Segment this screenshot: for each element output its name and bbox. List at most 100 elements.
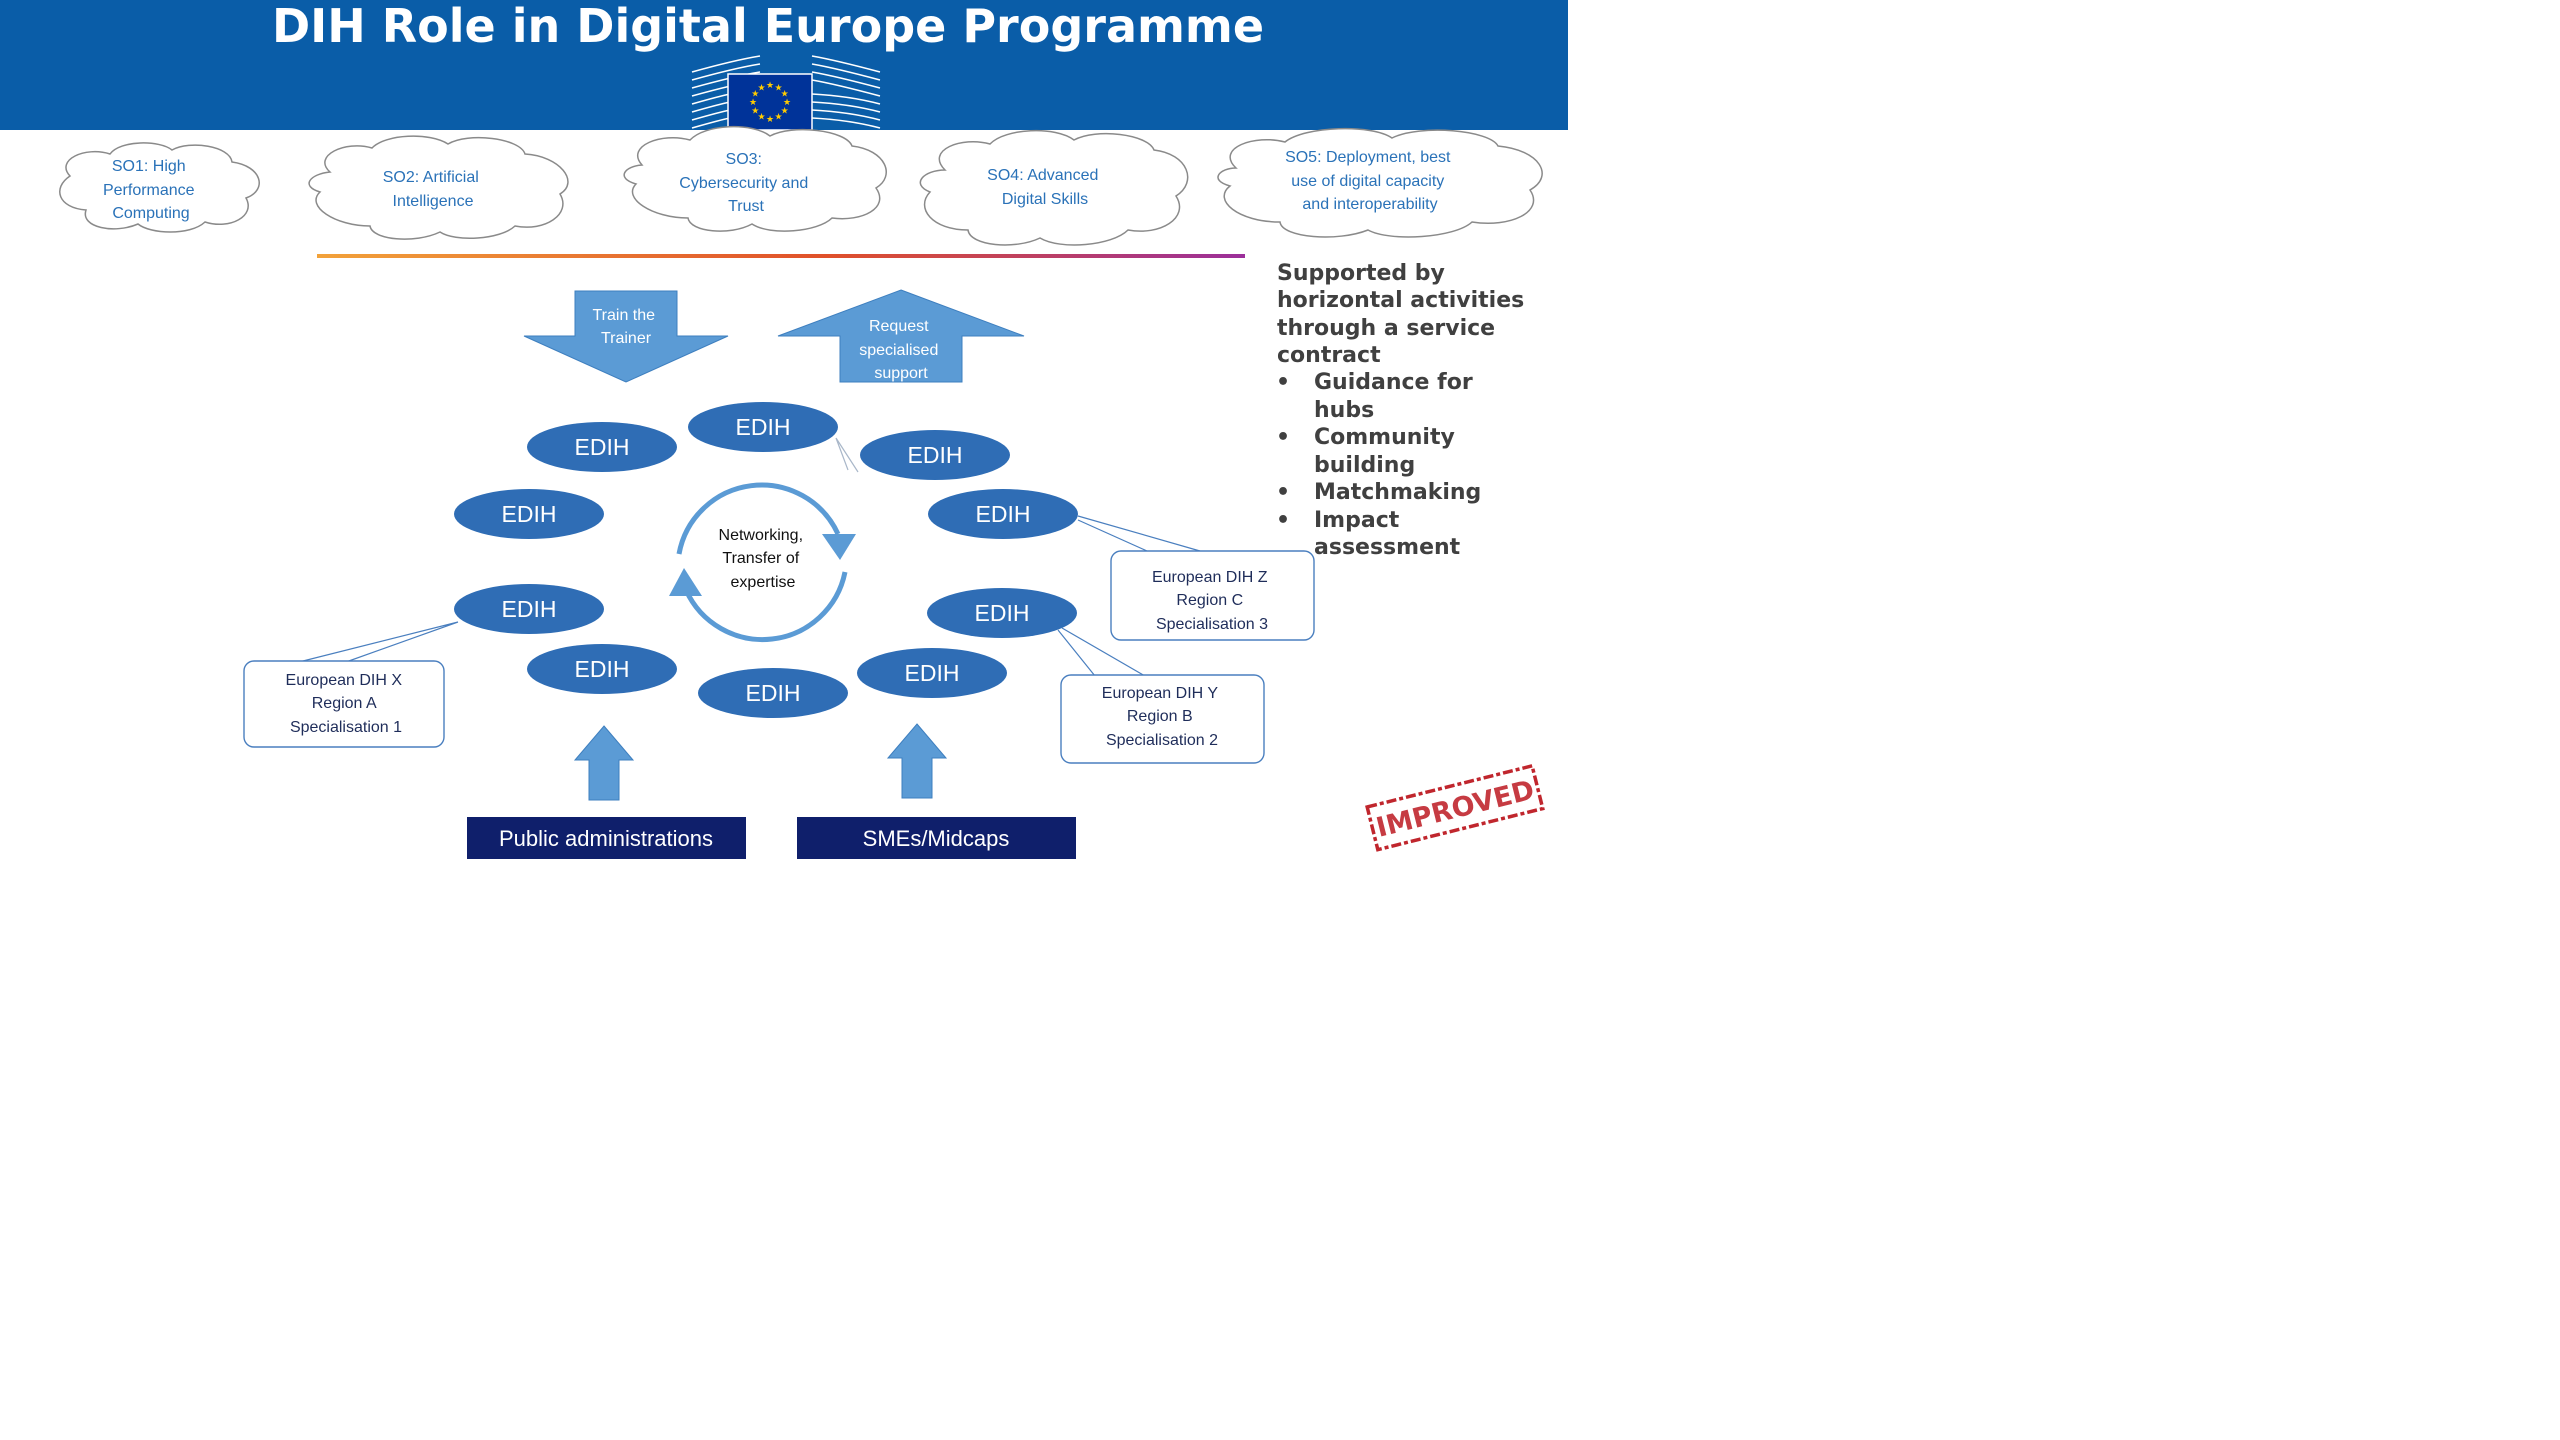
edih-label: EDIH	[575, 656, 630, 682]
page-title: DIH Role in Digital Europe Programme	[272, 0, 1264, 53]
train-the-trainer-arrow: Train the Trainer	[523, 290, 729, 383]
eu-star-icon: ★	[766, 81, 774, 91]
train-arrow-text: Train the Trainer	[593, 307, 660, 347]
cycle-arrow-bottom-icon	[683, 571, 848, 643]
diagram-canvas: DIH Role in Digital Europe Programme ★★★…	[0, 0, 1568, 859]
eu-star-icon: ★	[783, 98, 791, 108]
eu-star-icon: ★	[781, 90, 789, 100]
edih-label: EDIH	[746, 680, 801, 706]
cycle-arrow-top-icon	[676, 482, 841, 555]
edih-node: EDIH	[688, 402, 838, 452]
objective-text-4: SO4: Advanced Digital Skills	[987, 167, 1103, 208]
bottom-box	[467, 817, 746, 859]
callout-text: European DIH Z Region C Specialisation 3	[1152, 569, 1272, 633]
eu-star-icon: ★	[774, 113, 782, 123]
cycle-arrowhead-left-icon	[669, 568, 702, 596]
objectives-divider	[317, 254, 1245, 258]
networking-text: Networking, Transfer of expertise	[719, 527, 808, 591]
edih-label: EDIH	[975, 600, 1030, 626]
objective-cloud-3: SO3: Cybersecurity and Trust	[623, 126, 887, 232]
eu-star-icon: ★	[757, 83, 765, 93]
edih-node: EDIH	[698, 668, 848, 718]
eu-star-icon: ★	[751, 90, 759, 100]
public-administrations-label: Public administrations	[499, 826, 713, 851]
eu-star-icon: ★	[757, 113, 765, 123]
connector-dih-z	[1077, 515, 1201, 552]
side-bullet-item: Community building	[1314, 425, 1463, 478]
cloud-shape	[623, 126, 887, 232]
eu-stars-icon: ★★★★★★★★★★★★	[749, 81, 791, 125]
side-bullet-item: Impact assessment	[1314, 508, 1461, 560]
callout-box	[243, 660, 445, 748]
edih-network: EDIH EDIH EDIH EDIH EDIH EDIH EDIH EDIH …	[454, 402, 1078, 718]
bullet-dot-icon: •	[1276, 480, 1290, 505]
bullet-dot-icon: •	[1276, 508, 1290, 533]
edih-label: EDIH	[502, 501, 557, 527]
eu-flag	[727, 73, 813, 131]
edih-node: EDIH	[454, 584, 604, 634]
side-panel: Supported by horizontal activities throu…	[1276, 261, 1532, 560]
eu-star-icon: ★	[774, 83, 782, 93]
stamp-text: IMPROVED	[1373, 775, 1537, 844]
edih-node: EDIH	[857, 648, 1007, 698]
side-bullet-item: Guidance for hubs	[1314, 370, 1480, 423]
callout-box	[1110, 550, 1315, 641]
cloud-shape	[919, 130, 1189, 246]
objective-text-5: SO5: Deployment, best use of digital cap…	[1285, 149, 1455, 213]
edih-node: EDIH	[527, 422, 677, 472]
edih-node: EDIH	[860, 430, 1010, 480]
objective-text-1: SO1: High Performance Computing	[103, 158, 199, 222]
public-administrations-box: Public administrations	[467, 817, 746, 859]
edih-label: EDIH	[905, 660, 960, 686]
edih-label: EDIH	[736, 414, 791, 440]
edih-label: EDIH	[908, 442, 963, 468]
request-arrow-text: Request specialised support	[859, 318, 943, 382]
connector-dih-x	[298, 621, 459, 663]
bottom-box	[797, 817, 1076, 859]
networking-cycle: Networking, Transfer of expertise	[669, 482, 856, 643]
objective-cloud-2: SO2: Artificial Intelligence	[308, 135, 569, 240]
improved-stamp: IMPROVED	[1365, 763, 1545, 852]
edih-node: EDIH	[927, 588, 1077, 638]
edih-label: EDIH	[575, 434, 630, 460]
edih-node: EDIH	[454, 489, 604, 539]
up-arrow-public-icon	[573, 725, 635, 801]
up-arrow-smes-icon	[886, 723, 948, 799]
callout-dih-y: European DIH Y Region B Specialisation 2	[1060, 674, 1265, 764]
side-bullet-item: Matchmaking	[1314, 480, 1481, 505]
eu-star-icon: ★	[751, 107, 759, 117]
bullet-dot-icon: •	[1276, 370, 1290, 395]
cycle-arrowhead-right-icon	[822, 534, 856, 560]
objective-text-2: SO2: Artificial Intelligence	[383, 169, 483, 210]
callout-text: European DIH X Region A Specialisation 1	[286, 672, 407, 736]
request-support-arrow: Request specialised support	[777, 289, 1025, 383]
callout-dih-x: European DIH X Region A Specialisation 1	[243, 660, 445, 748]
stamp-border	[1365, 763, 1545, 852]
smes-midcaps-box: SMEs/Midcaps	[797, 817, 1076, 859]
cloud-shape	[59, 142, 260, 233]
up-arrow-shape	[777, 289, 1025, 383]
bullet-dot-icon: •	[1276, 425, 1290, 450]
connector-lines	[298, 437, 1201, 677]
edih-label: EDIH	[976, 501, 1031, 527]
side-bullet-list: • Guidance for hubs • Community building…	[1276, 370, 1481, 560]
smes-midcaps-label: SMEs/Midcaps	[863, 826, 1010, 851]
callout-box	[1060, 674, 1265, 764]
objective-cloud-5: SO5: Deployment, best use of digital cap…	[1217, 127, 1543, 238]
callout-text: European DIH Y Region B Specialisation 2	[1102, 685, 1222, 749]
edih-label: EDIH	[502, 596, 557, 622]
callout-dih-z: European DIH Z Region C Specialisation 3	[1110, 550, 1315, 641]
eu-star-icon: ★	[781, 107, 789, 117]
edih-node: EDIH	[928, 489, 1078, 539]
eu-commission-logo: ★★★★★★★★★★★★	[691, 55, 881, 131]
eu-star-icon: ★	[749, 98, 757, 108]
objective-cloud-1: SO1: High Performance Computing	[59, 142, 260, 233]
side-heading: Supported by horizontal activities throu…	[1277, 261, 1532, 368]
eu-star-icon: ★	[766, 115, 774, 125]
down-arrow-shape	[523, 290, 729, 383]
connector-edih-top-right	[835, 437, 859, 473]
connector-dih-y	[1057, 627, 1146, 677]
cloud-shape	[1217, 127, 1543, 238]
objective-cloud-4: SO4: Advanced Digital Skills	[919, 130, 1189, 246]
objective-text-3: SO3: Cybersecurity and Trust	[679, 151, 812, 215]
